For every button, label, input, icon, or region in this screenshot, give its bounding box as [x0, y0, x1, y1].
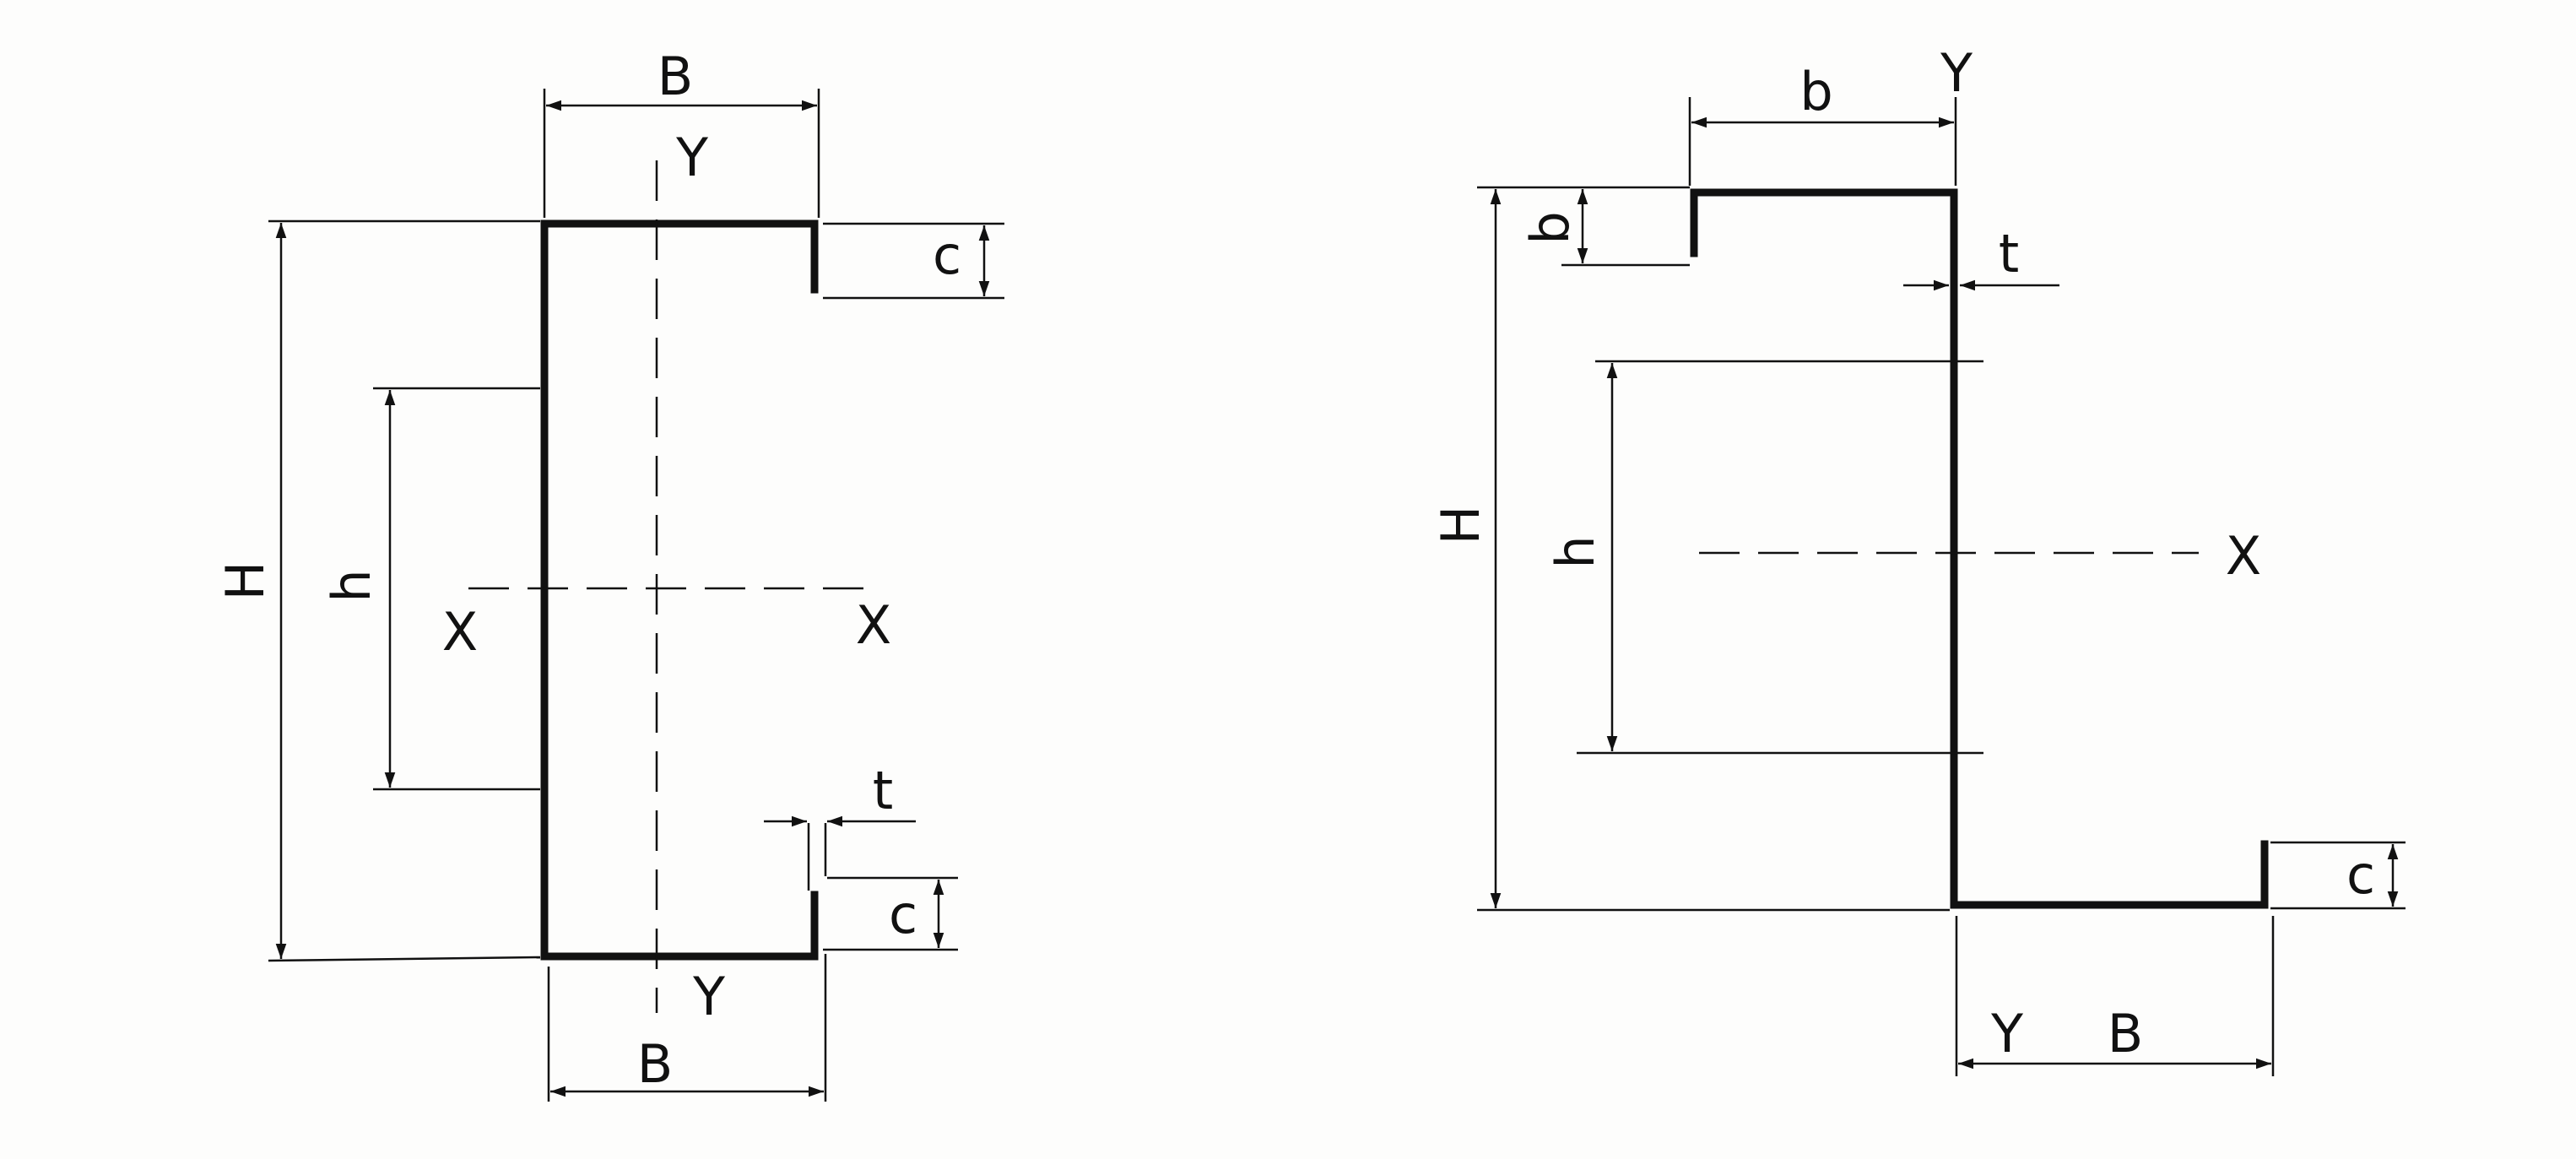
label-b-lip: b — [1519, 211, 1581, 244]
label-y-top: Y — [1940, 42, 1973, 104]
label-c: c — [2346, 844, 2375, 906]
label-b-bottom: B — [2108, 1003, 2144, 1064]
z-section-profile — [1690, 188, 2269, 909]
label-b-top: B — [658, 46, 694, 107]
label-y-bottom: Y — [692, 966, 725, 1027]
label-h-overall: H — [1430, 506, 1491, 545]
label-y-top: Y — [675, 127, 708, 188]
label-c-top: c — [933, 225, 961, 286]
label-b-top: b — [1799, 61, 1832, 122]
label-t: t — [873, 760, 893, 821]
label-x-left: X — [442, 601, 478, 663]
label-x: X — [2226, 525, 2261, 587]
z-section: b Y b t H h X c Y B — [1430, 42, 2406, 1076]
extension-line — [268, 956, 541, 962]
label-c-bottom: c — [889, 884, 917, 945]
label-x-right: X — [856, 594, 891, 656]
c-section: B Y c H h X X t c Y B — [214, 46, 1004, 1102]
c-section-profile — [540, 219, 819, 961]
label-y-bottom: Y — [1990, 1003, 2023, 1064]
label-h-inner: h — [1545, 535, 1606, 568]
label-t: t — [1999, 223, 2019, 284]
label-h-overall: H — [214, 561, 276, 601]
label-b-bottom: B — [637, 1033, 674, 1095]
label-h-inner: h — [321, 569, 382, 602]
